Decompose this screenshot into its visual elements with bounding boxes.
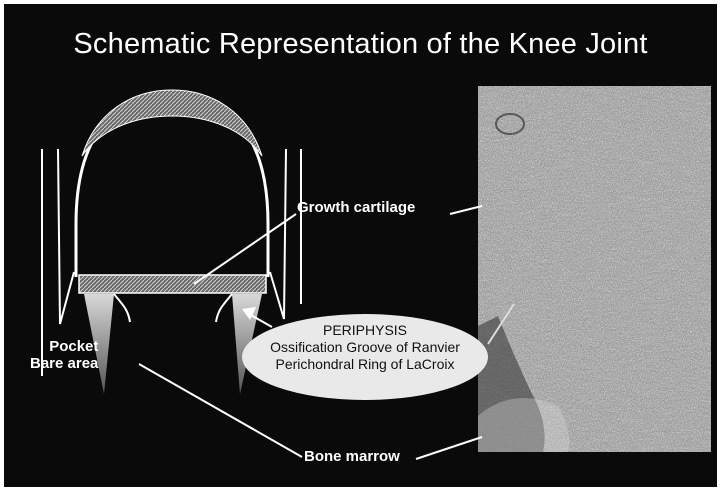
label-pocket: Pocket [30,338,98,355]
metaphysis-left [114,294,130,322]
capsule-right-inner [270,149,286,319]
ranvier-groove-label: Ossification Groove of Ranvier [242,339,488,356]
lacroix-ring-label: Perichondral Ring of LaCroix [242,356,488,373]
knee-schematic [4,4,717,487]
label-bare-area: Bare area [30,355,98,372]
label-pocket-bare-area: Pocket Bare area [30,338,98,372]
articular-cartilage [82,90,262,156]
periphysis-text: PERIPHYSIS Ossification Groove of Ranvie… [242,322,488,373]
slide: Schematic Representation of the Knee Joi… [4,4,717,487]
capsule-left-inner [58,149,74,324]
growth-plate [79,275,266,293]
metaphysis-right [216,294,232,322]
label-bone-marrow: Bone marrow [304,448,400,465]
leader-growth [194,214,296,284]
label-growth-cartilage: Growth cartilage [297,199,415,216]
leader-periphysis-right [488,304,514,344]
leader-growth-right [450,206,482,214]
periphysis-title: PERIPHYSIS [242,322,488,339]
leader-marrow-right [416,437,482,459]
